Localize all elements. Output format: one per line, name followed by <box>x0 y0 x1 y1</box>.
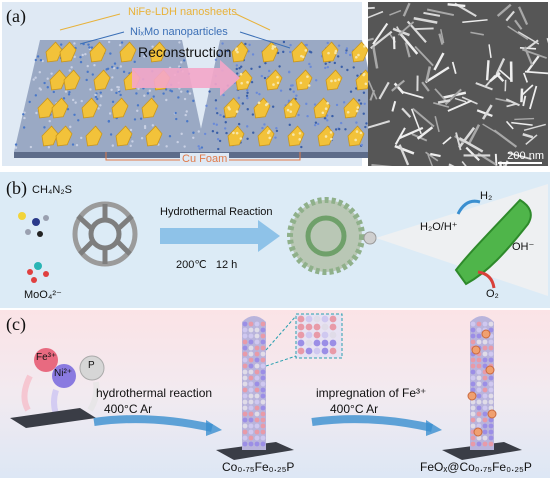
sem-image: 200 nm <box>368 2 548 166</box>
sem-scale-label: 200 nm <box>507 150 544 162</box>
step1-label: hydrothermal reaction <box>96 386 213 400</box>
cu-foam-slab-right <box>196 40 386 152</box>
sem-scale-bar <box>498 162 542 164</box>
fe-ion-label: Fe³⁺ <box>36 352 57 363</box>
porous-framework <box>72 201 138 267</box>
h2o-label: H₂O/H⁺ <box>420 221 458 233</box>
ni-ion-label: Ni²⁺ <box>54 368 73 379</box>
substrate-plate-3 <box>442 442 522 460</box>
substrate-plate-1 <box>10 408 96 428</box>
nanosheet-rod <box>454 198 532 286</box>
nanosheets-label: NiFe-LDH nanosheets <box>128 6 237 18</box>
panel-c-label: (c) <box>6 314 26 334</box>
panel-c: (c) Fe³⁺ Ni²⁺ P hydrothermal reaction 40… <box>0 310 550 478</box>
ni-ion <box>52 364 76 388</box>
p-ion-label: P <box>88 360 95 371</box>
thiourea-molecule <box>18 212 49 237</box>
panel-c-schematic <box>10 313 522 460</box>
hydrothermal-arrow <box>160 220 280 252</box>
panel-a-label: (a) <box>6 6 26 26</box>
sem-texture <box>368 2 548 166</box>
step2-conditions: 400°C Ar <box>330 402 379 416</box>
precursor-thiourea: CH₄N₂S <box>32 184 72 196</box>
panel-b: (b) CH₄N₂S MoO₄²⁻ Hydrothermal Reaction … <box>0 172 550 308</box>
fe-ion <box>34 348 58 372</box>
panel-a-schematic <box>14 13 386 161</box>
oh-label: OH⁻ <box>512 241 535 253</box>
step1-conditions: 400°C Ar <box>104 402 153 416</box>
product-framework <box>287 197 377 275</box>
hydrothermal-label: Hydrothermal Reaction <box>160 206 273 218</box>
reconstruction-label: Reconstruction <box>138 44 232 60</box>
panel-a: (a) NiFe-LDH nanosheets NiₓMo nanopartic… <box>0 0 550 170</box>
product1-label: Co₀.₇₅Fe₀.₂₅P <box>222 460 295 474</box>
o2-label: O₂ <box>486 288 499 300</box>
panel-b-label: (b) <box>6 178 27 198</box>
substrate-plate-2 <box>216 442 294 460</box>
step2-label: impregnation of Fe³⁺ <box>316 386 427 400</box>
lattice-atoms <box>297 315 337 355</box>
nanorod-2-atoms <box>467 321 497 447</box>
hydrothermal-arrow-c <box>93 415 213 432</box>
precursor-molybdate: MoO₄²⁻ <box>24 289 62 301</box>
product2-label: FeOₓ@Co₀.₇₅Fe₀.₂₅P <box>420 460 532 474</box>
cu-foam-label: Cu Foam <box>180 153 230 165</box>
panel-b-schematic <box>18 184 548 296</box>
molybdate-ions <box>27 262 49 283</box>
nanorod-1-atoms <box>242 321 266 447</box>
zoom-cone <box>376 184 548 296</box>
reconstruction-arrow <box>132 60 240 96</box>
impregnation-arrow <box>311 415 433 432</box>
h2-label: H₂ <box>480 190 493 202</box>
hydrothermal-conditions: 200℃ 12 h <box>176 259 238 271</box>
nanoparticles-label: NiₓMo nanoparticles <box>130 26 228 38</box>
o2-arrow <box>477 270 496 289</box>
p-ion <box>79 355 105 381</box>
h2-arrow <box>456 199 481 215</box>
nanorod-1 <box>242 316 266 450</box>
